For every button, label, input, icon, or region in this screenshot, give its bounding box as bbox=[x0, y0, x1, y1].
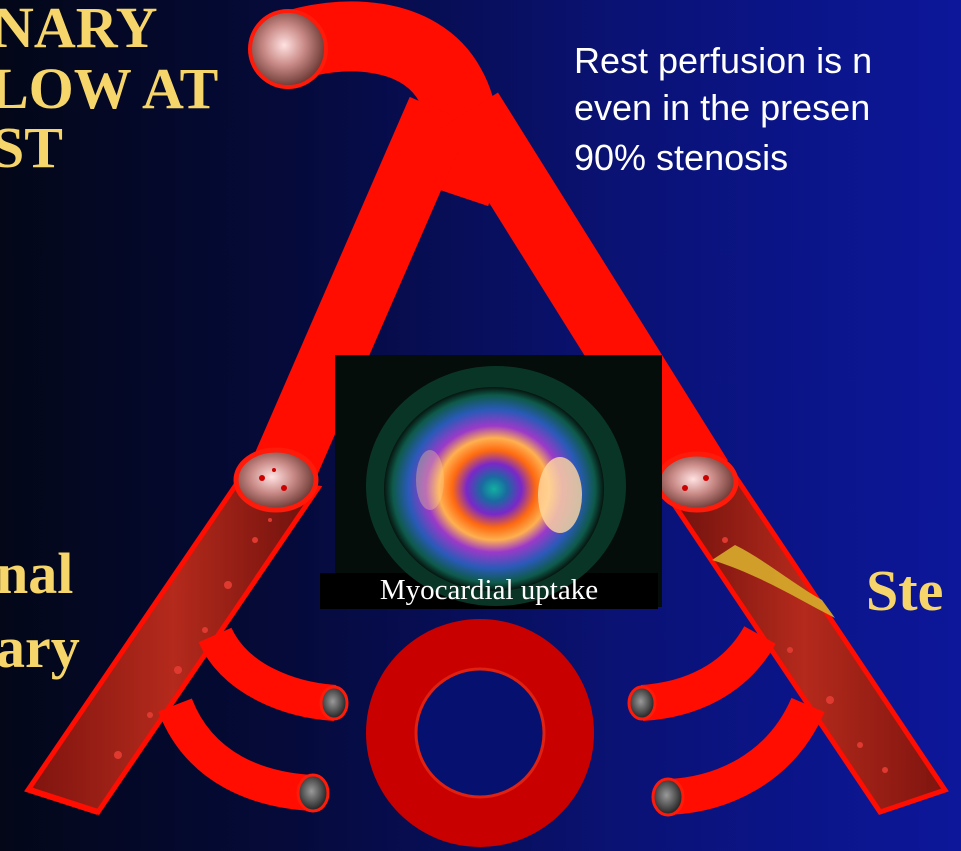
branch-cap bbox=[629, 687, 655, 719]
note-line-3: 90% stenosis bbox=[574, 138, 788, 178]
branch-cap bbox=[298, 775, 328, 811]
normal-artery-lumen-cap bbox=[236, 450, 316, 510]
normal-artery-label-line-2: ary bbox=[0, 618, 80, 678]
stenosis-label: Ste bbox=[866, 561, 943, 621]
slide-title-line-3: ST bbox=[0, 118, 63, 178]
branch-cap bbox=[653, 779, 683, 815]
stenotic-artery-lumen-cap bbox=[658, 454, 736, 510]
note-line-1: Rest perfusion is n bbox=[574, 41, 872, 81]
vessel-origin-cap bbox=[250, 11, 326, 87]
perfusion-scan-image bbox=[320, 355, 662, 609]
slide-title-line-2: LOW AT bbox=[0, 59, 218, 119]
branch-cap bbox=[321, 687, 347, 719]
note-line-2: even in the presen bbox=[574, 88, 870, 128]
myocardium-ring bbox=[366, 619, 594, 847]
slide-title-line-1: NARY bbox=[0, 0, 158, 58]
normal-artery-label-line-1: nal bbox=[0, 544, 73, 604]
stenotic-artery-vessel bbox=[658, 454, 945, 812]
myocardial-uptake-caption: Myocardial uptake bbox=[320, 572, 658, 608]
